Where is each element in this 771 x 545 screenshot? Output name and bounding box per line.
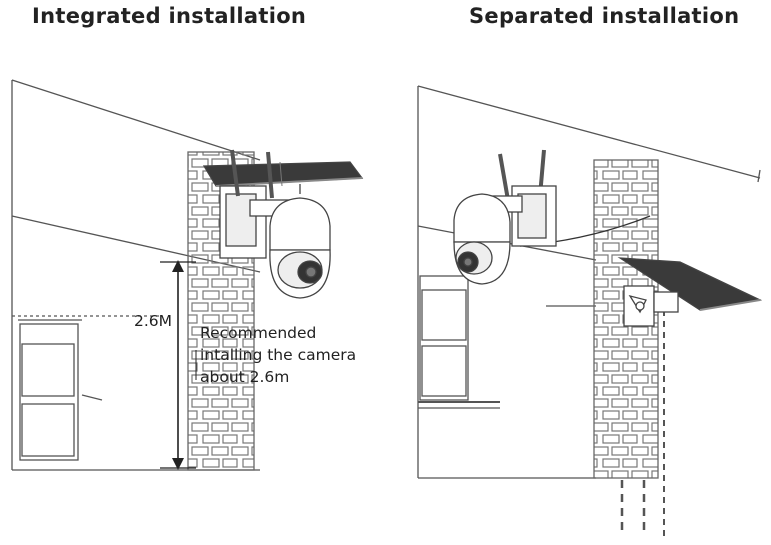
separated-scene <box>417 85 761 536</box>
integrated-camera-unit <box>202 149 364 299</box>
separated-solar-panel <box>617 257 763 327</box>
note-line-1: Recommended <box>200 324 317 342</box>
title-separated: Separated installation <box>469 4 740 28</box>
integrated-scene <box>11 79 261 471</box>
recommendation-note: Recommended intalling the camera about 2… <box>200 322 356 388</box>
note-line-2: intalling the camera <box>200 346 357 364</box>
separated-camera <box>453 149 557 285</box>
note-line-3: about 2.6m <box>200 368 290 386</box>
title-integrated: Integrated installation <box>32 4 307 28</box>
height-label: 2.6M <box>134 312 173 330</box>
